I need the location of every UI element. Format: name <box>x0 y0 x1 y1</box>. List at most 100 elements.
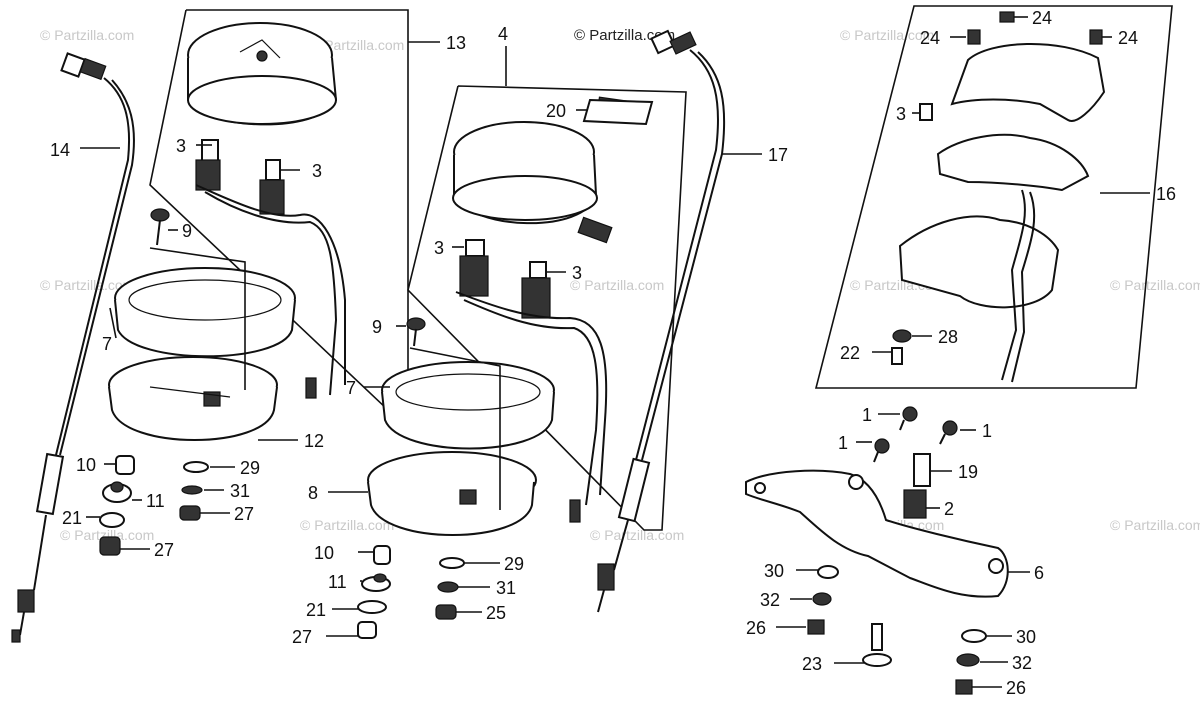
callout-labels: 14 13 4 3 3 9 7 12 10 11 21 27 29 31 27 … <box>50 8 1176 698</box>
nut-27-middle <box>357 621 377 639</box>
nut-27-left-a <box>99 536 121 556</box>
tachometer-cable <box>597 29 726 613</box>
tachometer-assembly <box>187 22 346 399</box>
watermark: © Partzilla.com <box>40 27 134 43</box>
watermark: © Partzilla.com <box>310 37 404 53</box>
meter-bracket <box>745 469 1009 598</box>
callout-11: 11 <box>146 491 165 511</box>
screws-1 <box>873 406 958 463</box>
callout-4: 4 <box>498 24 508 44</box>
screws-24 <box>967 11 1103 45</box>
washer-21-middle <box>357 600 387 614</box>
watermark: © Partzilla.com <box>840 27 934 43</box>
callout-27: 27 <box>292 627 312 647</box>
washer-11-middle <box>361 573 391 592</box>
label-20-plate <box>582 98 654 126</box>
callout-26: 26 <box>1006 678 1026 698</box>
callout-24: 24 <box>1032 8 1052 28</box>
speedometer-cable <box>11 52 135 643</box>
callout-21: 21 <box>306 600 326 620</box>
screw-9-middle <box>406 317 501 510</box>
washer-30-left <box>817 565 839 579</box>
nut-26-left <box>807 619 825 635</box>
callout-32: 32 <box>1012 653 1032 673</box>
callout-31: 31 <box>230 481 250 501</box>
callout-19: 19 <box>958 462 978 482</box>
callout-2: 2 <box>944 499 954 519</box>
watermark: © Partzilla.com <box>60 527 154 543</box>
callout-leaders <box>80 16 1150 688</box>
callout-3: 3 <box>896 104 906 124</box>
grommet-10-left <box>115 455 135 475</box>
callout-3: 3 <box>176 136 186 156</box>
nut-27-left-b <box>179 505 201 521</box>
callout-1: 1 <box>862 405 872 425</box>
watermark: © Partzilla.com <box>1110 277 1200 293</box>
callout-31: 31 <box>496 578 516 598</box>
screw-22 <box>891 347 903 365</box>
indicator-assembly-outline <box>814 5 1173 389</box>
callout-16: 16 <box>1156 184 1176 204</box>
callout-29: 29 <box>504 554 524 574</box>
washer-30-right <box>961 629 987 643</box>
nut-25-middle <box>435 604 457 620</box>
callout-22: 22 <box>840 343 860 363</box>
callout-10: 10 <box>314 543 334 563</box>
copyright-text: © Partzilla.com <box>574 27 675 44</box>
watermark: © Partzilla.com <box>590 527 684 543</box>
callout-14: 14 <box>50 140 70 160</box>
meter-case-middle <box>367 451 537 536</box>
callout-6: 6 <box>1034 563 1044 583</box>
washer-21-left <box>99 512 125 528</box>
callout-27: 27 <box>234 504 254 524</box>
meter-case-left <box>108 356 278 441</box>
nut-26-right <box>955 679 973 695</box>
callout-3: 3 <box>312 161 322 181</box>
watermark: © Partzilla.com <box>300 517 394 533</box>
washer-29-left <box>183 461 209 473</box>
watermark: © Partzilla.com <box>40 277 134 293</box>
callout-13: 13 <box>446 33 466 53</box>
washer-32-left <box>812 592 832 606</box>
callout-9: 9 <box>182 221 192 241</box>
callout-24: 24 <box>1118 28 1138 48</box>
grommet-10-middle <box>373 545 391 565</box>
spring-2 <box>903 489 927 519</box>
callout-23: 23 <box>802 654 822 674</box>
callout-30: 30 <box>764 561 784 581</box>
callout-17: 17 <box>768 145 788 165</box>
washer-31-middle <box>437 581 459 593</box>
callout-26: 26 <box>746 618 766 638</box>
callout-1: 1 <box>838 433 848 453</box>
callout-8: 8 <box>308 483 318 503</box>
washer-11-left <box>102 481 132 503</box>
washer-28 <box>892 329 912 343</box>
watermark: © Partzilla.com <box>1110 517 1200 533</box>
collar-19 <box>913 453 931 487</box>
callout-9: 9 <box>372 317 382 337</box>
callout-7: 7 <box>346 378 356 398</box>
callout-3: 3 <box>434 238 444 258</box>
bulb-3-right <box>919 103 933 121</box>
callout-3: 3 <box>572 263 582 283</box>
washer-31-left <box>181 485 203 495</box>
bolt-23 <box>862 623 892 667</box>
watermark: © Partzilla.com <box>570 277 664 293</box>
bezel-ring-left <box>114 267 296 358</box>
callout-21: 21 <box>62 508 82 528</box>
callout-28: 28 <box>938 327 958 347</box>
callout-25: 25 <box>486 603 506 623</box>
callout-27: 27 <box>154 540 174 560</box>
bezel-ring-middle <box>381 361 555 450</box>
callout-7: 7 <box>102 334 112 354</box>
washer-32-right <box>956 653 980 667</box>
watermark-layer: © Partzilla.com © Partzilla.com © Partzi… <box>40 27 1200 543</box>
indicator-assembly <box>898 43 1106 383</box>
callout-20: 20 <box>546 101 566 121</box>
callout-10: 10 <box>76 455 96 475</box>
callout-1: 1 <box>982 421 992 441</box>
speedometer-assembly-outline <box>407 85 687 531</box>
callout-12: 12 <box>304 431 324 451</box>
